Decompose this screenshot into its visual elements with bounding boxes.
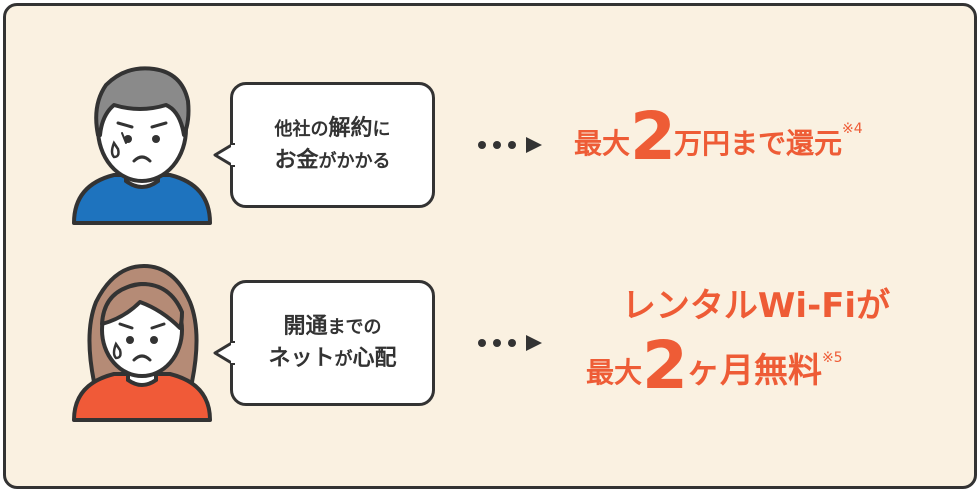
offer-1: 最大2万円まで還元※4: [574, 98, 863, 175]
bubble-tail-icon: [213, 143, 235, 167]
bubble-2-text: までの: [327, 317, 382, 339]
offer-2-line-2: 最大2ヶ月無料※5: [586, 327, 926, 404]
bubble-1-text: 解約: [328, 116, 373, 142]
offer-2: レンタルWi-Fiが 最大2ヶ月無料※5: [586, 278, 926, 404]
bubble-2-text: 心配: [352, 346, 397, 371]
bubble-2-text: ネット: [268, 346, 335, 371]
bubble-1-text: お金: [274, 148, 319, 173]
offer-2-suffix: ヶ月無料: [685, 351, 822, 391]
bubble-2-text: が: [334, 349, 353, 370]
offer-1-suffix: 万円まで還元: [673, 127, 842, 160]
bubble-2-text: 開通: [283, 314, 328, 340]
offer-2-prefix: 最大: [586, 356, 643, 389]
offer-2-footnote: ※5: [821, 350, 843, 366]
offer-1-prefix: 最大: [574, 127, 631, 160]
offer-1-footnote: ※4: [841, 121, 863, 137]
offer-2-number: 2: [642, 327, 688, 404]
bubble-1-line-2: お金がかかる: [274, 145, 390, 177]
arrow-right-icon: [478, 335, 542, 351]
bubble-2-line-2: ネットが心配: [268, 343, 396, 375]
bubble-tail-icon: [213, 341, 235, 365]
bubble-1-text: がかかる: [318, 151, 391, 172]
arrow-right-icon: [478, 137, 542, 153]
speech-bubble-2: 開通までの ネットが心配: [213, 280, 435, 406]
bubble-1-text: 他社の: [274, 119, 329, 141]
bubble-1-line-1: 他社の解約に: [274, 113, 390, 145]
bubble-1-text: に: [372, 119, 391, 141]
speech-bubble-1: 他社の解約に お金がかかる: [213, 82, 435, 208]
bubble-2-line-1: 開通までの: [283, 311, 381, 343]
offer-2-line-1: レンタルWi-Fiが: [621, 286, 891, 326]
offer-1-number: 2: [630, 98, 676, 175]
worried-man-icon: [72, 66, 212, 225]
worried-woman-icon: [72, 264, 212, 422]
